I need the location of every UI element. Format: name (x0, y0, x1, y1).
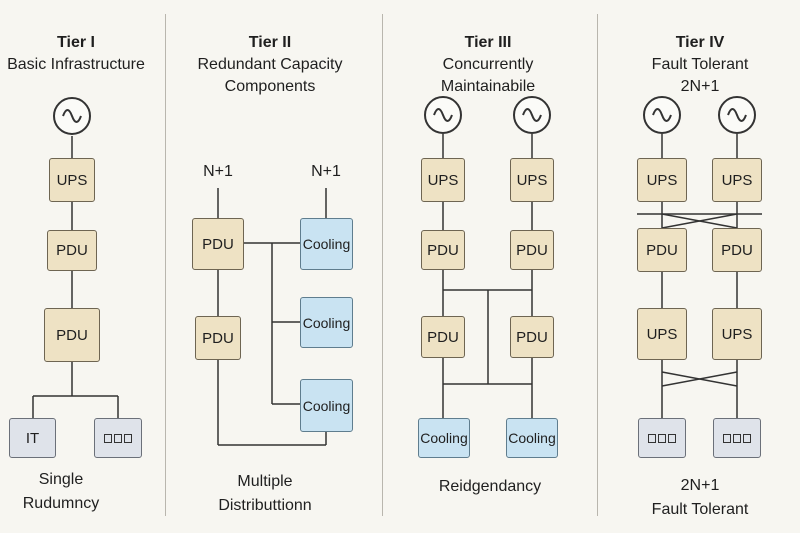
ups-box: UPS (421, 158, 465, 202)
tier-2-footer: Multiple Distributtionn (190, 470, 340, 518)
cooling-box: Cooling (300, 218, 353, 270)
ups-box: UPS (637, 158, 687, 202)
tier-title: Tier II (248, 34, 292, 51)
footer-line: Rudumncy (22, 495, 100, 512)
ac-sine-source-icon (513, 96, 551, 134)
pdu-box: PDU (421, 316, 465, 358)
tier-title: Tier I (57, 34, 95, 51)
column-divider (382, 14, 383, 516)
column-divider (165, 14, 166, 516)
tier-3-footer: Reidgendancy (410, 475, 570, 499)
tier-subtitle: Redundant Capacity (197, 56, 343, 73)
tier-subtitle: 2N+1 (680, 78, 720, 95)
ups-box: UPS (637, 308, 687, 360)
it-equipment-box: IT (9, 418, 56, 458)
tier-subtitle: Concurrently (442, 56, 534, 73)
ac-sine-source-icon (53, 97, 91, 135)
cooling-box: Cooling (300, 379, 353, 432)
tier-1-footer: Single Rudumncy (0, 468, 122, 516)
cooling-box: Cooling (418, 418, 470, 458)
server-rack-icon (94, 418, 142, 458)
ac-sine-source-icon (718, 96, 756, 134)
footer-line: Distributtionn (218, 497, 312, 514)
ups-box: UPS (510, 158, 554, 202)
footer-line: 2N+1 (680, 477, 720, 494)
footer-line: Single (38, 471, 84, 488)
pdu-box: PDU (421, 230, 465, 270)
tier-title: Tier III (464, 34, 512, 51)
pdu-box: PDU (510, 230, 554, 270)
ups-box: UPS (712, 308, 762, 360)
pdu-box: PDU (712, 228, 762, 272)
pdu-box: PDU (47, 230, 97, 271)
footer-line: Fault Tolerant (651, 501, 749, 518)
tier-1-heading: Tier I Basic Infrastructure (0, 32, 152, 76)
redundancy-label: N+1 (203, 163, 233, 180)
tier-subtitle: Components (224, 78, 316, 95)
footer-line: Multiple (237, 473, 293, 490)
footer-line: Reidgendancy (438, 478, 542, 495)
server-rack-icon (638, 418, 686, 458)
pdu-box: PDU (510, 316, 554, 358)
server-rack-icon (713, 418, 761, 458)
cooling-box: Cooling (506, 418, 558, 458)
tier-title: Tier IV (675, 34, 725, 51)
tier-subtitle: Maintainabile (440, 78, 536, 95)
pdu-box: PDU (192, 218, 244, 270)
ac-sine-source-icon (643, 96, 681, 134)
tier-3-heading: Tier III Concurrently Maintainabile (388, 32, 588, 98)
pdu-box: PDU (195, 316, 241, 360)
tier-4-footer: 2N+1 Fault Tolerant (620, 474, 780, 522)
redundancy-label: N+1 (311, 163, 341, 180)
cooling-box: Cooling (300, 297, 353, 348)
ups-box: UPS (49, 158, 95, 202)
tier-subtitle: Basic Infrastructure (7, 56, 145, 73)
tier-2-heading: Tier II Redundant Capacity Components (170, 32, 370, 98)
pdu-box: PDU (637, 228, 687, 272)
tier-4-heading: Tier IV Fault Tolerant 2N+1 (600, 32, 800, 98)
column-divider (597, 14, 598, 516)
pdu-box: PDU (44, 308, 100, 362)
ups-box: UPS (712, 158, 762, 202)
ac-sine-source-icon (424, 96, 462, 134)
tier-subtitle: Fault Tolerant (651, 56, 749, 73)
